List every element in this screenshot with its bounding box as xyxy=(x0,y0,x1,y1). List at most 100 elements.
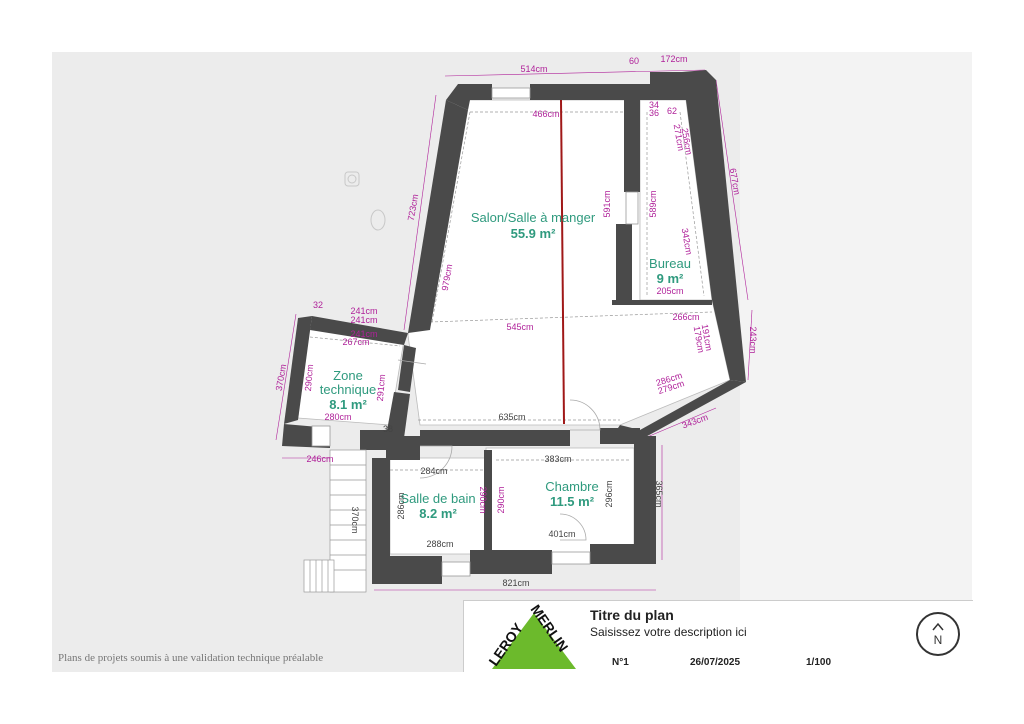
dim-label: 296cm xyxy=(604,480,614,507)
dim-label: 256cm xyxy=(680,127,695,155)
window-top xyxy=(491,87,531,99)
wall-zone-east xyxy=(398,345,416,392)
dim-label: 241cm xyxy=(350,329,377,339)
window-chambre xyxy=(551,551,591,565)
dim-label: 191cm xyxy=(700,323,715,351)
wall-east xyxy=(686,70,746,382)
room-area-salon: 55.9 m² xyxy=(511,226,556,241)
dim-label: 62 xyxy=(667,106,677,116)
floors xyxy=(297,99,731,555)
dim-label: 280cm xyxy=(324,412,351,422)
dim-label: 291cm xyxy=(375,374,387,402)
wall-south-right xyxy=(590,544,656,564)
wall-bureau-west-bottom xyxy=(616,224,632,304)
wall-south-left xyxy=(372,556,442,584)
door-chambre xyxy=(559,513,587,541)
plan-date: 26/07/2025 xyxy=(690,657,741,668)
dim-label: 286cm xyxy=(396,492,406,519)
room-name-chambre: Chambre xyxy=(545,479,598,494)
exterior-dimension-lines xyxy=(275,69,753,591)
door-sdb xyxy=(419,445,453,479)
wall-top-right-cap xyxy=(650,72,684,100)
dim-label: 723cm xyxy=(406,193,421,221)
dim-label: 241cm xyxy=(350,315,377,325)
wall-southeast xyxy=(610,380,746,440)
dim-label: 635cm xyxy=(498,412,525,422)
windows xyxy=(311,87,639,577)
room-labels: Salon/Salle à manger 55.9 m² Bureau 9 m²… xyxy=(320,210,691,521)
wall-top-left-corner xyxy=(446,84,492,110)
dim-label: 179cm xyxy=(692,325,707,353)
room-name-salon: Salon/Salle à manger xyxy=(471,210,596,225)
dim-label: 246cm xyxy=(306,454,333,464)
dim-label: 979cm xyxy=(440,263,455,291)
dim-label: 591cm xyxy=(602,190,612,217)
window-bureau xyxy=(625,191,639,225)
room-name-zone-line1: Zone xyxy=(333,368,363,383)
wall-south-mid xyxy=(470,550,552,574)
wall-top-mid xyxy=(530,84,650,100)
dim-label: 243cm xyxy=(748,326,758,353)
dim-label: 38 xyxy=(383,424,393,434)
dim-label: 589cm xyxy=(648,190,658,217)
north-compass-icon: N xyxy=(916,612,960,656)
door-zone xyxy=(397,359,427,365)
dim-label: 34 xyxy=(649,100,659,110)
wall-zone-north xyxy=(310,316,408,345)
dim-label: 545cm xyxy=(506,322,533,332)
wall-zone-west xyxy=(284,316,312,424)
dimension-labels: 514cm 60 172cm 466cm 34 36 62 271cm 256c… xyxy=(274,54,758,588)
wall-bureau-west-top xyxy=(624,100,640,192)
room-area-chambre: 11.5 m² xyxy=(550,494,595,509)
room-name-sdb: Salle de bain xyxy=(400,491,475,506)
wall-bureau-south xyxy=(612,300,712,305)
wall-mid-horizontal-3 xyxy=(600,428,640,444)
wall-west-salon xyxy=(408,100,468,333)
dim-label: 342cm xyxy=(680,227,695,255)
dimension-guides xyxy=(299,111,713,471)
dim-label: 288cm xyxy=(426,539,453,549)
room-area-sdb: 8.2 m² xyxy=(419,506,457,521)
wall-zone-east-low xyxy=(386,392,410,438)
wall-zone-south-right xyxy=(360,430,390,450)
dim-label: 466cm xyxy=(532,109,559,119)
disclaimer-text: Plans de projets soumis à une validation… xyxy=(58,652,323,664)
dim-label: 60 xyxy=(629,56,639,66)
dim-label: 370cm xyxy=(350,506,360,533)
title-block: LEROY MERLIN Titre du plan Saisissez vot… xyxy=(463,600,973,672)
walls[interactable] xyxy=(282,70,746,584)
dim-label: 514cm xyxy=(520,64,547,74)
room-area-zone: 8.1 m² xyxy=(329,397,367,412)
dim-label: 365cm xyxy=(654,480,664,507)
plan-scale: 1/100 xyxy=(806,657,832,668)
window-south xyxy=(441,561,471,577)
dim-label: 32 xyxy=(313,300,323,310)
dim-label: 290cm xyxy=(478,486,488,513)
dim-label: 383cm xyxy=(544,454,571,464)
staircase xyxy=(303,449,367,593)
plan-description[interactable]: Saisissez votre description ici xyxy=(590,625,747,639)
plan-title[interactable]: Titre du plan xyxy=(590,607,674,623)
plan-number: N°1 xyxy=(612,657,629,668)
dim-label: 172cm xyxy=(660,54,687,64)
dim-label: 677cm xyxy=(728,167,743,195)
wall-mid-horizontal-2 xyxy=(386,436,420,460)
dim-label: 821cm xyxy=(502,578,529,588)
dim-label: 290cm xyxy=(303,364,315,392)
compass-letter: N xyxy=(934,633,943,647)
fixtures xyxy=(344,171,386,231)
wall-mid-horizontal-1 xyxy=(420,430,570,446)
section-line[interactable] xyxy=(560,99,565,425)
door-salon-south xyxy=(569,399,601,431)
leroy-merlin-logo: LEROY MERLIN xyxy=(485,603,576,669)
room-area-bureau: 9 m² xyxy=(657,271,684,286)
wall-chambre-east xyxy=(634,436,656,562)
plan-sheet-shade xyxy=(740,52,972,600)
wall-sdb-chambre xyxy=(484,450,492,550)
dim-label: 370cm xyxy=(274,363,289,391)
dim-label: 36 xyxy=(649,108,659,118)
compass-arrow-icon xyxy=(932,622,944,631)
dim-label: 266cm xyxy=(672,312,699,322)
dim-label: 271cm xyxy=(672,123,687,151)
